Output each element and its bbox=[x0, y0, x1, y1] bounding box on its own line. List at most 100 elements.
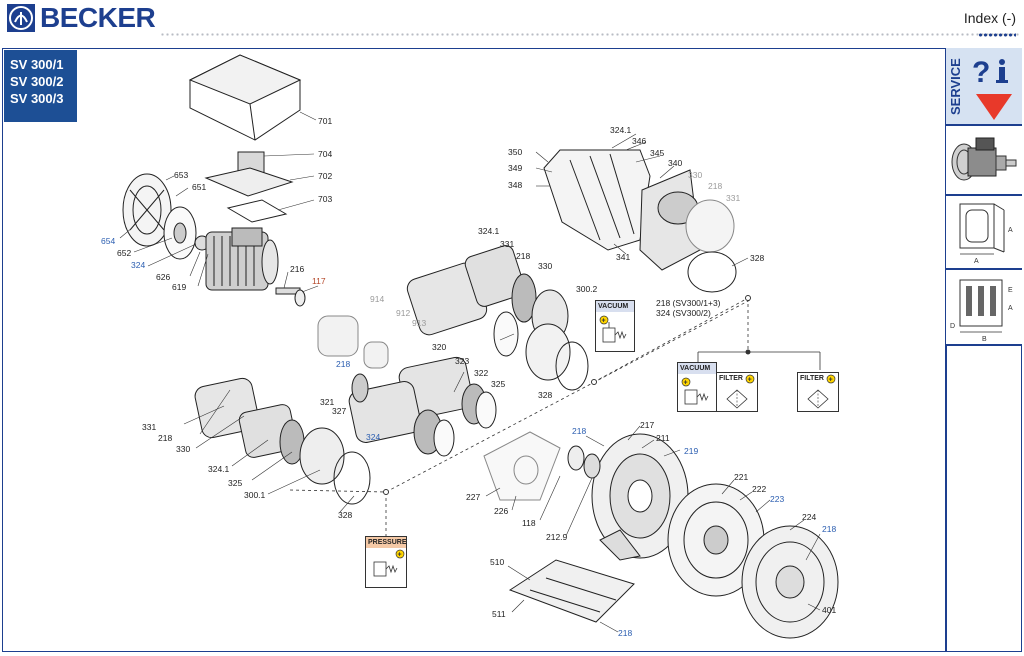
fan-cover-part[interactable] bbox=[122, 173, 172, 247]
vacuum-valve-box[interactable]: VACUUM + bbox=[595, 300, 635, 352]
svg-text:+: + bbox=[748, 377, 752, 384]
filter-label: FILTER bbox=[719, 375, 743, 382]
part-label: 652 bbox=[117, 248, 131, 258]
pressure-relief-valve-icon: + bbox=[373, 549, 405, 577]
dimension-drawing[interactable]: A A bbox=[946, 196, 1022, 270]
fan-wheel-part[interactable] bbox=[163, 206, 197, 260]
part-label: 703 bbox=[318, 194, 332, 204]
filter-label: FILTER bbox=[800, 375, 824, 382]
pump-thumbnail[interactable] bbox=[946, 126, 1022, 196]
part-label: 626 bbox=[156, 272, 170, 282]
part-label: 619 bbox=[172, 282, 186, 292]
cover-plate-part[interactable] bbox=[483, 431, 561, 501]
part-label: 324.1 bbox=[208, 464, 230, 474]
part-label: 300.1 bbox=[244, 490, 266, 500]
svg-text:B: B bbox=[982, 336, 987, 343]
part-label: 330 bbox=[538, 261, 552, 271]
svg-text:E: E bbox=[1008, 287, 1013, 294]
svg-text:+: + bbox=[684, 380, 688, 387]
part-label: 222 bbox=[752, 484, 766, 494]
diagram-frame bbox=[2, 48, 946, 652]
terminal-drawing[interactable]: A B D E bbox=[946, 270, 1022, 346]
part-label: 345 bbox=[650, 148, 664, 158]
part-label: 221 bbox=[734, 472, 748, 482]
part-label: 912 bbox=[396, 308, 410, 318]
part-label: 328 bbox=[538, 390, 552, 400]
part-label: 320 bbox=[432, 342, 446, 352]
leader-lines bbox=[119, 111, 821, 633]
terminal-box-part[interactable] bbox=[188, 54, 302, 141]
part-label: 219 bbox=[684, 446, 698, 456]
part-label: 346 bbox=[632, 136, 646, 146]
add-icon: + bbox=[826, 374, 836, 384]
part-label: 218 bbox=[822, 524, 836, 534]
impeller-part[interactable] bbox=[667, 483, 765, 597]
filter-icon bbox=[807, 389, 829, 409]
silencer-housing-part[interactable] bbox=[543, 149, 737, 293]
silencer-upper-part[interactable] bbox=[405, 244, 589, 391]
svg-text:D: D bbox=[950, 323, 955, 330]
part-label: 653 bbox=[174, 170, 188, 180]
part-label: 211 bbox=[656, 433, 670, 443]
accessory-note: 324 (SV300/2) bbox=[656, 308, 711, 318]
silencer-lower-part[interactable] bbox=[193, 377, 371, 505]
vacuum-label: VACUUM bbox=[596, 301, 634, 312]
vacuum-valve-box[interactable]: VACUUM + bbox=[677, 362, 717, 412]
part-label: 654 bbox=[101, 236, 115, 246]
shaft-seal-part[interactable] bbox=[294, 289, 306, 307]
part-label: 702 bbox=[318, 171, 332, 181]
pump-thumbnail-icon bbox=[951, 137, 1017, 181]
svg-text:+: + bbox=[829, 377, 833, 384]
part-label: 328 bbox=[750, 253, 764, 263]
pressure-valve-box[interactable]: PRESSURE + bbox=[365, 536, 407, 588]
part-label: 330 bbox=[176, 444, 190, 454]
becker-logo-icon bbox=[7, 4, 35, 32]
base-plate-part[interactable] bbox=[508, 559, 635, 623]
pump-housing-part[interactable] bbox=[591, 433, 689, 561]
part-label: 218 bbox=[336, 359, 350, 369]
part-label: 913 bbox=[412, 318, 426, 328]
housing-cover-part[interactable] bbox=[741, 525, 839, 639]
connection-lines bbox=[289, 297, 751, 536]
part-label: 349 bbox=[508, 163, 522, 173]
part-label: 350 bbox=[508, 147, 522, 157]
pressure-label: PRESSURE bbox=[366, 537, 407, 548]
model-label: SV 300/3 bbox=[10, 91, 64, 106]
part-label: 323 bbox=[455, 356, 469, 366]
part-label: 212.9 bbox=[546, 532, 568, 542]
index-divider bbox=[978, 33, 1016, 37]
part-label: 216 bbox=[290, 264, 304, 274]
index-link[interactable]: Index (-) bbox=[963, 10, 1016, 26]
part-labels: 701 704 702 703 653 651 654 652 324 626 … bbox=[101, 116, 836, 638]
shaft-seal-part[interactable] bbox=[583, 453, 601, 479]
part-label: 321 bbox=[320, 397, 334, 407]
service-button[interactable]: SERVICE ? bbox=[946, 48, 1022, 126]
down-arrow-icon bbox=[976, 94, 1012, 120]
part-label: 914 bbox=[370, 294, 384, 304]
part-label: 327 bbox=[332, 406, 346, 416]
part-label: 223 bbox=[770, 494, 784, 504]
brand-name: BECKER bbox=[40, 2, 156, 33]
part-label: 324 bbox=[131, 260, 145, 270]
part-label: 325 bbox=[228, 478, 242, 488]
bearing-part[interactable] bbox=[567, 445, 585, 471]
terminal-dimension-icon: A B D E bbox=[950, 279, 1013, 343]
part-label: 218 bbox=[158, 433, 172, 443]
silencer-insert-part[interactable] bbox=[317, 315, 389, 369]
part-label: 218 bbox=[516, 251, 530, 261]
accessory-connectors bbox=[697, 351, 821, 370]
part-label: 324 bbox=[366, 432, 380, 442]
motor-part[interactable] bbox=[205, 227, 279, 291]
part-label: 330 bbox=[688, 170, 702, 180]
part-label: 328 bbox=[338, 510, 352, 520]
part-label: 218 bbox=[572, 426, 586, 436]
brand-logo: BECKER bbox=[6, 2, 156, 34]
cable-gland-part[interactable] bbox=[204, 151, 294, 223]
model-list: SV 300/1 SV 300/2 SV 300/3 bbox=[4, 50, 77, 122]
svg-text:+: + bbox=[398, 552, 402, 559]
part-label: 300.2 bbox=[576, 284, 598, 294]
add-icon: + bbox=[745, 374, 755, 384]
part-label: 218 bbox=[618, 628, 632, 638]
header-divider bbox=[160, 33, 1020, 36]
silencer-middle-part[interactable] bbox=[347, 355, 497, 457]
